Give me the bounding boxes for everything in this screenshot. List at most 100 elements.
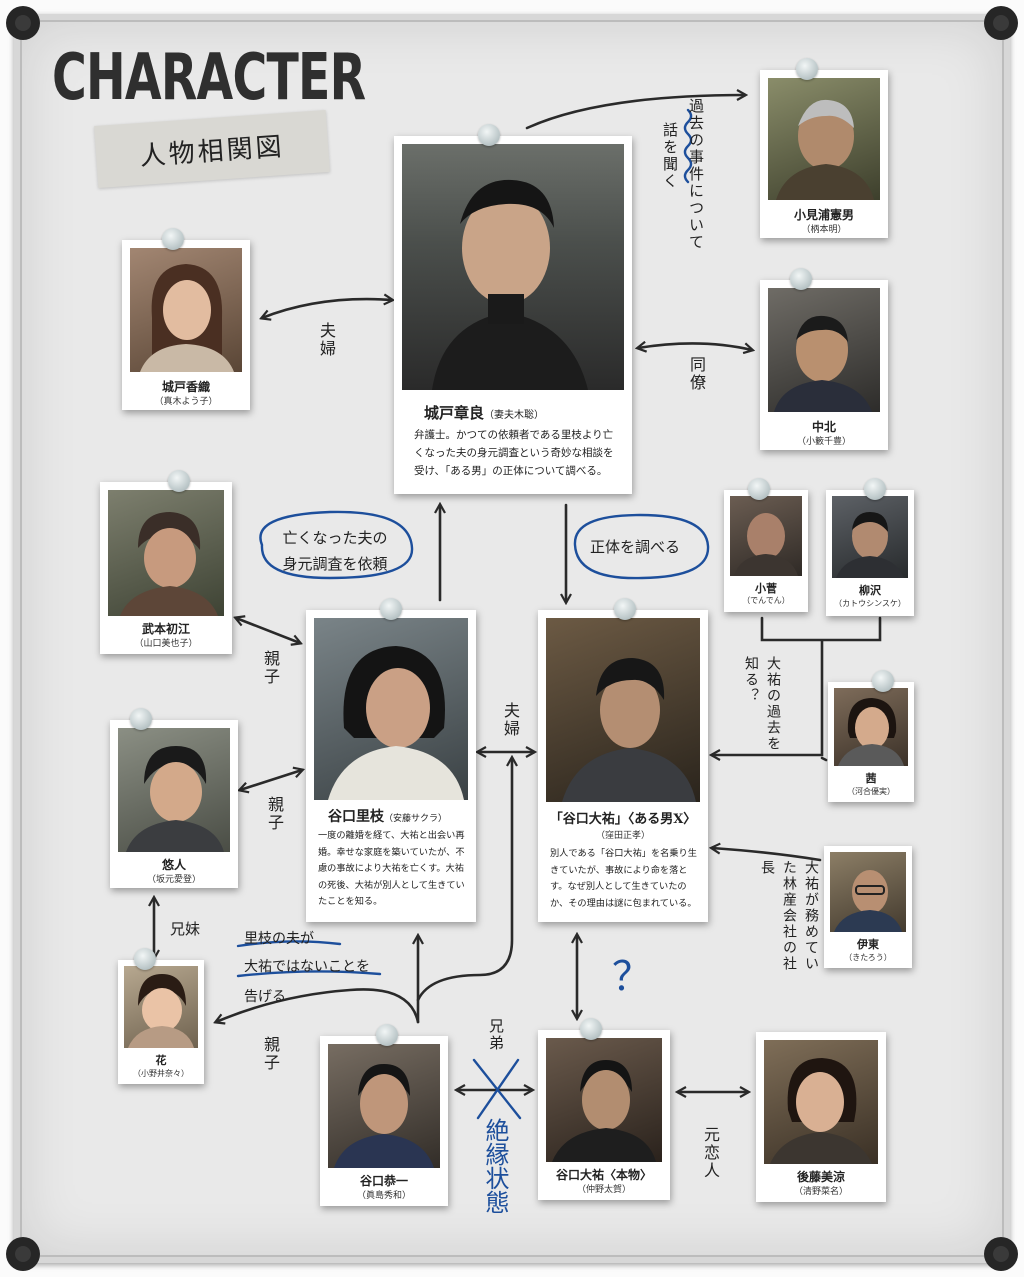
actor-yanagisawa: （カトウシンスケ）	[834, 599, 906, 608]
magnet	[872, 670, 894, 692]
card-obiura: 小見浦憲男 （柄本明）	[760, 70, 888, 238]
actor-rie: （安藤サクラ）	[384, 814, 448, 824]
card-rie: 谷口里枝（安藤サクラ） 一度の離婚を経て、大祐と出会い再婚。幸せな家庭を築いてい…	[306, 610, 476, 922]
name-misuzu: 後藤美涼	[796, 1170, 845, 1184]
label-shotai: 正体を調べる	[590, 538, 681, 556]
name-daisuke-x: 「谷口大祐」〈ある男X〉	[549, 812, 697, 827]
photo-kido	[402, 144, 624, 390]
name-ito: 伊東	[857, 938, 879, 951]
name-akane: 茜	[865, 772, 877, 785]
actor-obiura: （柄本明）	[801, 225, 847, 235]
marker-zetsuen: 絶縁状態	[481, 1118, 509, 1214]
label-oyako-2: 親子	[265, 796, 284, 832]
magnet	[614, 598, 636, 620]
desc-kido: 弁護士。かつての依頼者である里枝より亡くなった夫の身元調査という奇妙な相談を受け…	[414, 429, 614, 477]
card-hana: 花 （小野井奈々）	[118, 960, 204, 1084]
card-kaori: 城戸香織 （真木よう子）	[122, 240, 250, 410]
photo-kosuge	[730, 496, 802, 576]
actor-nakakita: （小籔千豊）	[796, 437, 851, 447]
magnet	[478, 124, 500, 146]
label-tsugeru-2: 大祐ではないことを	[244, 959, 370, 975]
label-oyako-1: 親子	[261, 650, 280, 686]
photo-yanagisawa	[832, 496, 908, 578]
corner-bolt	[6, 1237, 40, 1271]
photo-nakakita	[768, 288, 880, 412]
portrait-kyoichi	[334, 1064, 434, 1168]
name-obiura: 小見浦憲男	[793, 208, 854, 222]
arrow-kido-nakakita	[638, 343, 752, 350]
label-kaisha: 大祐が務めていた林産会社の社長	[759, 860, 819, 972]
arrow-yuto-rie	[240, 770, 302, 790]
actor-kyoichi: （眞島秀和）	[356, 1191, 411, 1201]
photo-obiura	[768, 78, 880, 200]
magnet	[376, 1024, 398, 1046]
magnet	[162, 228, 184, 250]
photo-hana	[124, 966, 198, 1048]
magnet	[580, 1018, 602, 1040]
portrait-daisuke-x	[562, 658, 696, 802]
card-hatsue: 武本初江 （山口美也子）	[100, 482, 232, 654]
marker-circle-irai	[259, 510, 414, 580]
name-nakakita: 中北	[811, 420, 836, 434]
marker-underline-1	[236, 940, 342, 948]
label-kyodai-shimai: 兄妹	[170, 920, 201, 938]
portrait-hatsue	[120, 512, 218, 616]
label-fufu-mid: 夫婦	[501, 702, 520, 738]
magnet	[134, 948, 156, 970]
name-kyoichi: 谷口恭一	[359, 1174, 408, 1188]
label-moto-koibito: 元恋人	[701, 1126, 720, 1180]
corner-bolt	[984, 1237, 1018, 1271]
marker-underline-2	[236, 970, 382, 978]
photo-daisuke-real	[546, 1038, 662, 1162]
name-daisuke-real: 谷口大祐〈本物〉	[555, 1168, 652, 1182]
card-kyoichi: 谷口恭一 （眞島秀和）	[320, 1036, 448, 1206]
label-fufu-top: 夫婦	[317, 322, 336, 358]
desc-daisuke-x: 別人である「谷口大祐」を名乗り生きていたが、事故により命を落とす。なぜ別人として…	[550, 848, 697, 909]
photo-ito	[830, 852, 906, 932]
photo-hatsue	[108, 490, 224, 616]
card-yuto: 悠人 （坂元愛登）	[110, 720, 238, 888]
card-daisuke-real: 谷口大祐〈本物〉 （仲野太賀）	[538, 1030, 670, 1200]
marker-cross-b	[476, 1058, 520, 1120]
card-daisuke-x: 「谷口大祐」〈ある男X〉 （窪田正孝） 別人である「谷口大祐」を名乗り生きていた…	[538, 610, 708, 922]
marker-circle-shotai	[573, 513, 710, 580]
portrait-obiura	[776, 99, 874, 200]
card-akane: 茜 （河合優実）	[828, 682, 914, 802]
arrow-kyoichi-daisuke	[416, 758, 512, 1002]
corner-bolt	[6, 6, 40, 40]
arrow-kido-obiura	[525, 95, 745, 130]
arrow-ito-daisuke	[712, 848, 822, 862]
actor-ito: （きたろう）	[844, 953, 892, 962]
actor-kaori: （真木よう子）	[154, 397, 218, 407]
desc-rie: 一度の離婚を経て、大祐と出会い再婚。幸せな家庭を築いていたが、不慮の事故により大…	[318, 830, 465, 907]
bracket-kosuge-yanagisawa	[712, 616, 882, 755]
name-yanagisawa: 柳沢	[859, 584, 881, 597]
actor-misuzu: （清野菜名）	[793, 1187, 848, 1197]
portrait-rie	[328, 646, 464, 800]
label-tsugeru-1: 里枝の夫が	[244, 931, 314, 947]
magnet	[380, 598, 402, 620]
label-oyako-3: 親子	[261, 1036, 280, 1072]
label-irai: 亡くなった夫の身元調査を依頼	[282, 529, 388, 573]
portrait-nakakita	[774, 315, 872, 412]
marker-squiggle	[683, 108, 693, 184]
name-kaori: 城戸香織	[161, 380, 210, 394]
actor-kosuge: （でんでん）	[742, 596, 790, 605]
name-kosuge: 小菅	[755, 582, 777, 595]
magnet	[168, 470, 190, 492]
magnet	[864, 478, 886, 500]
name-rie: 谷口里枝（安藤サクラ）	[328, 809, 448, 825]
actor-daisuke-real: （仲野太賀）	[576, 1185, 631, 1195]
portrait-kido	[432, 179, 588, 390]
actor-kido: （妻夫木聡）	[484, 410, 545, 421]
arrow-kyoichi-hana	[216, 988, 420, 1022]
magnet	[130, 708, 152, 730]
marker-question: ？	[612, 954, 652, 1000]
photo-kaori	[130, 248, 242, 372]
card-misuzu: 後藤美涼 （清野菜名）	[756, 1032, 886, 1202]
portrait-yuto	[126, 746, 224, 852]
actor-hana: （小野井奈々）	[133, 1069, 189, 1078]
portrait-ito	[834, 870, 902, 932]
label-kyodai: 兄弟	[487, 1018, 505, 1052]
